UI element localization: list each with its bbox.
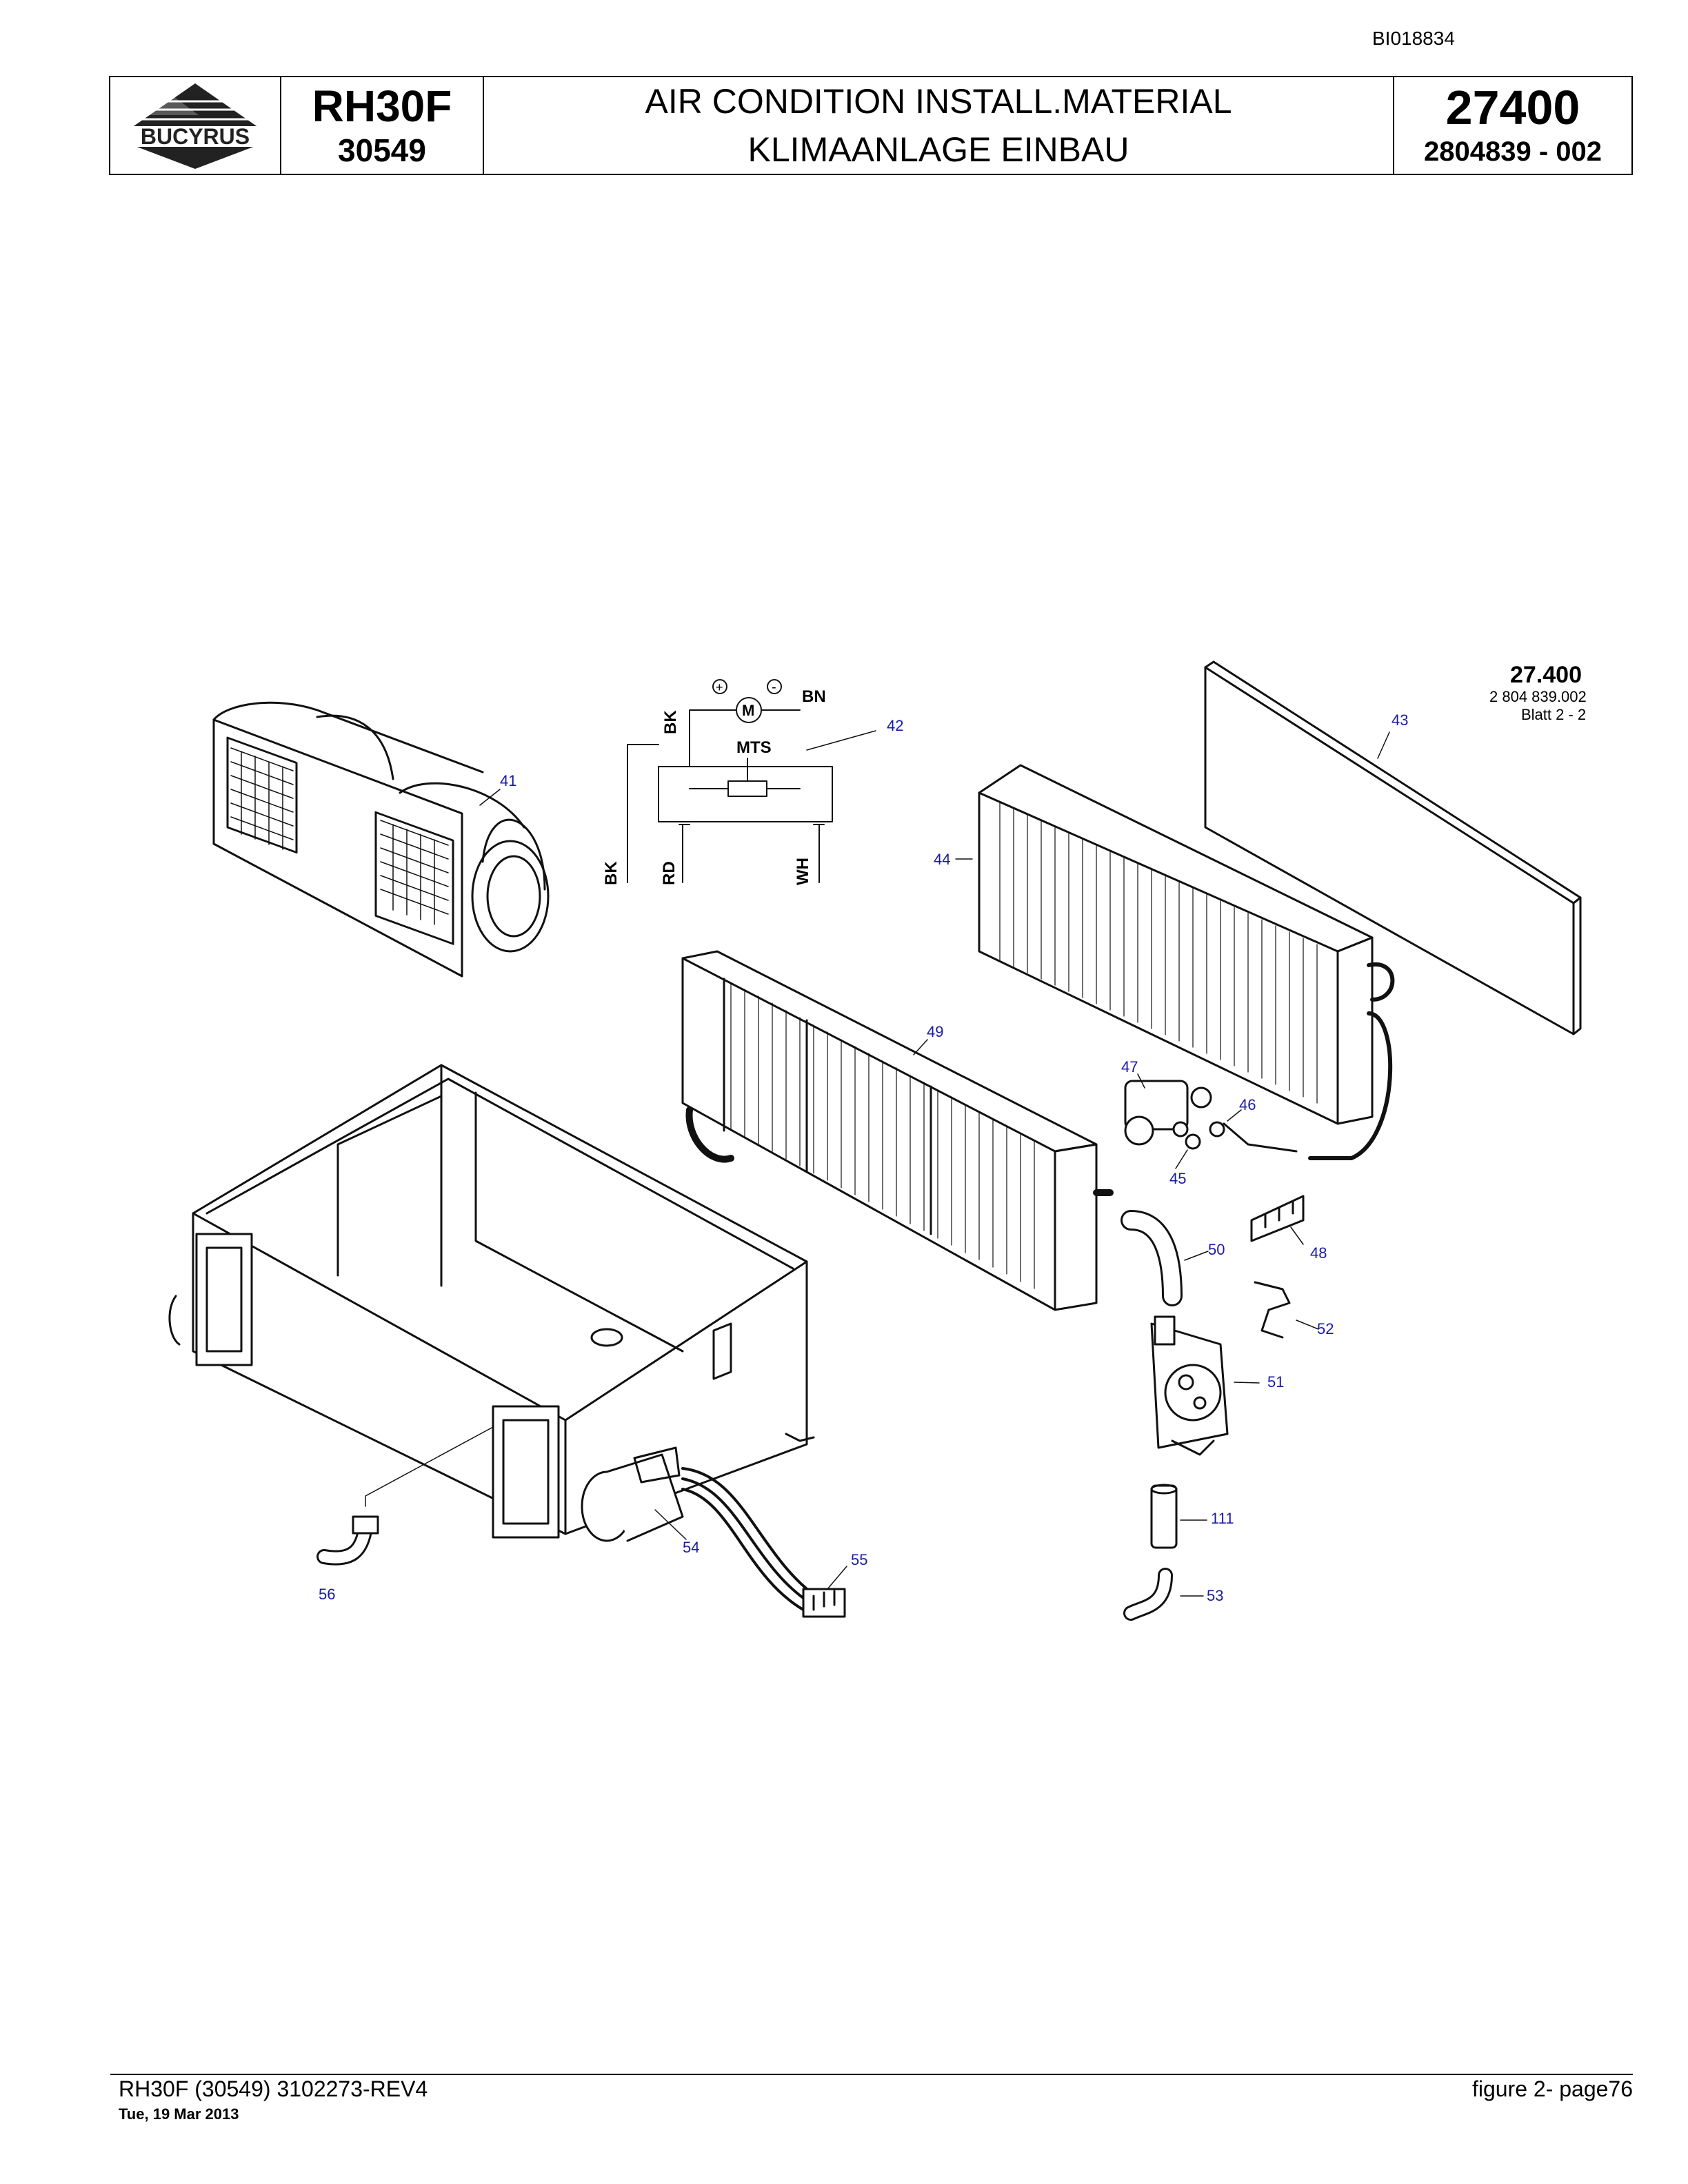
callout-51: 51 [1267,1373,1284,1391]
title-german: KLIMAANLAGE EINBAU [747,130,1129,169]
o-ring-small [1185,1133,1201,1150]
wiring-harness [681,1467,846,1618]
callout-111: 111 [1211,1510,1234,1527]
code-cell: 27400 2804839 - 002 [1394,77,1631,174]
svg-text:M: M [742,702,754,719]
footer-rule [110,2074,1633,2075]
callout-48: 48 [1310,1244,1327,1262]
model-cell: RH30F 30549 [281,77,484,174]
bucyrus-logo: BUCYRUS [121,83,269,169]
callout-50: 50 [1208,1241,1225,1258]
model-name: RH30F [312,81,452,131]
callout-55: 55 [851,1551,867,1568]
callout-46: 46 [1239,1096,1256,1113]
callout-42: 42 [887,717,903,734]
svg-text:BK: BK [602,861,621,885]
footer-date: Tue, 19 Mar 2013 [119,2105,239,2123]
wiring-schematic: + - M BN BK MTS BK RD WH [602,679,833,885]
footer-page: figure 2- page76 [1471,2076,1633,2101]
filter-panel [1204,660,1582,1035]
footer-document-line: RH30F (30549) 3102273-REV4 [119,2076,428,2101]
callout-43: 43 [1391,711,1408,729]
model-serial: 30549 [338,132,426,168]
svg-text:BN: BN [802,687,826,706]
callout-44: 44 [934,851,950,868]
callout-56: 56 [319,1586,335,1603]
drain-valve [1150,1315,1229,1456]
sheet-ref: 27.400 [1510,662,1582,688]
callout-54: 54 [683,1539,699,1556]
drain-elbow [316,1515,379,1566]
document-id: BI018834 [1372,28,1455,49]
callout-49: 49 [927,1023,943,1040]
title-english: AIR CONDITION INSTALL.MATERIAL [645,82,1232,121]
hose-sleeve [1150,1484,1178,1549]
title-block: BUCYRUS RH30F 30549 AIR CONDITION INSTAL… [109,76,1633,175]
svg-text:BK: BK [661,710,680,734]
clamp-plate [1250,1195,1305,1242]
sheet-page: Blatt 2 - 2 [1521,706,1586,723]
expansion-valve [1124,1080,1212,1146]
minus-terminal [767,679,782,694]
heater-core [681,950,1114,1311]
callout-52: 52 [1317,1320,1334,1337]
blower-unit [212,701,550,978]
evaporator-housing [168,1064,815,1542]
part-number: 2804839 - 002 [1423,136,1602,167]
sheet-part: 2 804 839.002 [1489,688,1587,705]
bracket [1254,1281,1291,1339]
svg-text:WH: WH [794,858,812,885]
svg-text:RD: RD [660,861,679,885]
callout-53: 53 [1207,1587,1223,1604]
callout-45: 45 [1169,1170,1186,1187]
group-number: 27400 [1445,81,1580,134]
plus-terminal [712,679,727,694]
callout-41: 41 [500,772,516,789]
evaporator-coil [978,764,1395,1160]
svg-text:BUCYRUS: BUCYRUS [141,124,250,149]
o-ring-large [1209,1121,1225,1138]
svg-text:MTS: MTS [736,738,772,757]
callout-47: 47 [1121,1058,1138,1075]
svg-text:+: + [716,680,723,694]
title-cell: AIR CONDITION INSTALL.MATERIAL KLIMAANLA… [484,77,1394,174]
svg-text:-: - [772,680,776,695]
refrigerant-line [1223,1122,1298,1153]
logo-cell: BUCYRUS [110,77,281,174]
